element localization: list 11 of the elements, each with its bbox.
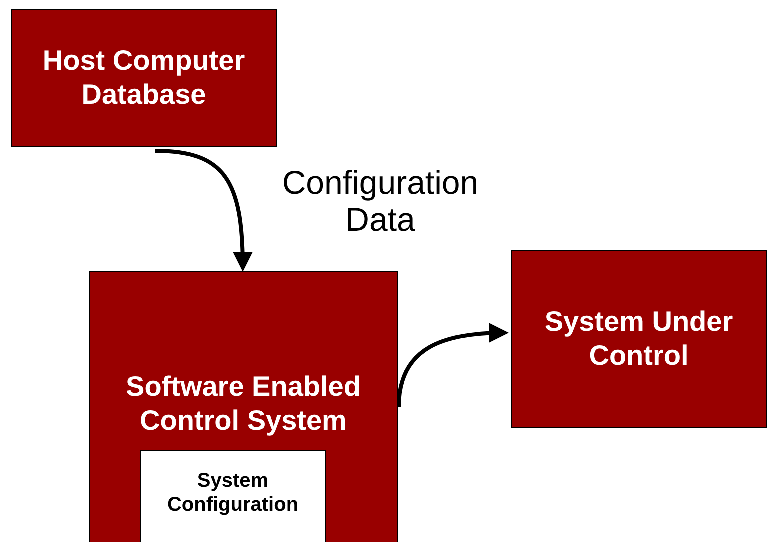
process-box <box>89 271 398 542</box>
box-label: Host Computer Database <box>42 44 246 112</box>
edge-label: Configuration Data <box>281 165 480 239</box>
box-label: Software Enabled Control System <box>125 370 362 438</box>
process-box <box>11 9 277 147</box>
curved-arrow <box>397 323 509 408</box>
box-label: System Under Control <box>544 305 734 373</box>
box-label: System Configuration <box>166 469 300 517</box>
config-box <box>140 450 326 542</box>
process-box <box>511 250 767 428</box>
curved-arrow <box>154 149 253 272</box>
